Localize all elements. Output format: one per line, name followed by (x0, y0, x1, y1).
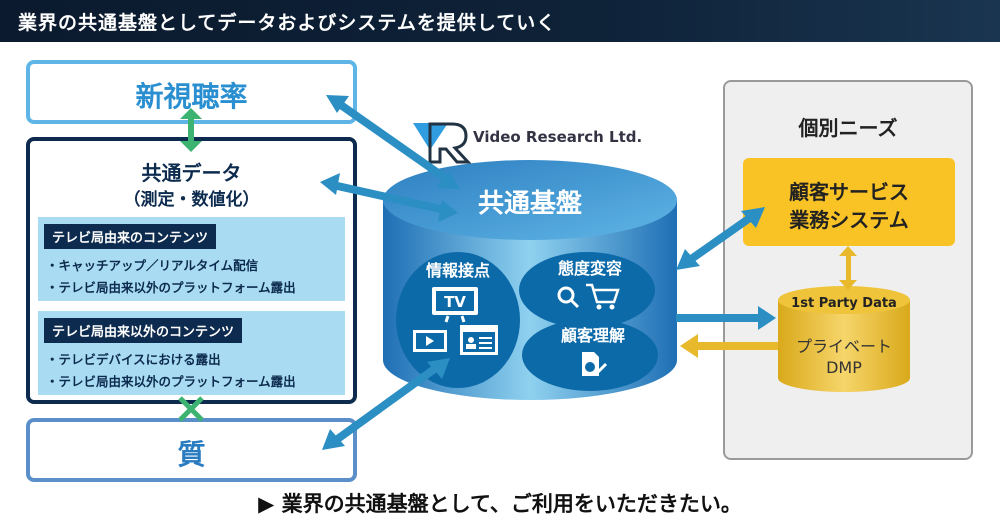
footer-message: ▶ 業界の共通基盤として、ご利用をいただきたい。 (258, 492, 742, 516)
quality-box: 質 (26, 418, 357, 482)
header-bar: 業界の共通基盤としてデータおよびシステムを提供していく (0, 0, 1000, 42)
new-ratings-box: 新視聴率 (26, 60, 357, 124)
tv-origin-item: ・テレビ局由来以外のプラットフォーム露出 (46, 280, 296, 295)
touchpoint-circle (396, 252, 520, 388)
tv-icon-label: TV (444, 293, 466, 311)
customer-system-box: 顧客サービス 業務システム (743, 158, 955, 246)
tv-origin-item: ・キャッチアップ／リアルタイム配信 (46, 258, 259, 273)
common-platform-cylinder (383, 160, 677, 400)
video-research-logo-icon (413, 122, 472, 164)
document-chart-icon (582, 352, 608, 376)
understanding-ellipse (522, 319, 658, 391)
common-data-title: 共通データ (141, 161, 242, 185)
magnifier-icon (557, 286, 580, 309)
company-logo-text: Video Research Ltd. (473, 128, 643, 146)
tv-icon (432, 287, 478, 323)
common-data-box: 共通データ （測定・数値化） テレビ局由来のコンテンツ ・キャッチアップ／リアル… (26, 137, 357, 404)
page-title: 業界の共通基盤としてデータおよびシステムを提供していく (18, 12, 557, 34)
tv-origin-heading: テレビ局由来のコンテンツ (44, 224, 217, 249)
common-data-subtitle: （測定・数値化） (123, 190, 260, 210)
touchpoint-label: 情報接点 (426, 261, 490, 280)
web-profile-icon (460, 325, 498, 355)
quality-label: 質 (177, 438, 206, 471)
non-tv-origin-heading: テレビ局由来以外のコンテンツ (44, 318, 243, 343)
non-tv-origin-item: ・テレビデバイスにおける露出 (46, 352, 221, 367)
customer-system-line1: 顧客サービス (789, 180, 909, 204)
shopping-cart-icon (586, 283, 620, 310)
individual-needs-title: 個別ニーズ (798, 116, 898, 140)
individual-needs-box: 個別ニーズ (723, 80, 973, 460)
video-player-icon (413, 330, 447, 352)
cylinder-title: 共通基盤 (478, 189, 583, 219)
understanding-label: 顧客理解 (561, 326, 625, 345)
attitude-ellipse (519, 252, 655, 328)
attitude-label: 態度変容 (558, 259, 622, 278)
non-tv-origin-panel: テレビ局由来以外のコンテンツ ・テレビデバイスにおける露出 ・テレビ局由来以外の… (38, 311, 345, 395)
non-tv-origin-item: ・テレビ局由来以外のプラットフォーム露出 (46, 374, 296, 389)
new-ratings-label: 新視聴率 (135, 80, 248, 113)
customer-system-line2: 業務システム (789, 208, 909, 232)
tv-origin-panel: テレビ局由来のコンテンツ ・キャッチアップ／リアルタイム配信 ・テレビ局由来以外… (38, 217, 345, 301)
